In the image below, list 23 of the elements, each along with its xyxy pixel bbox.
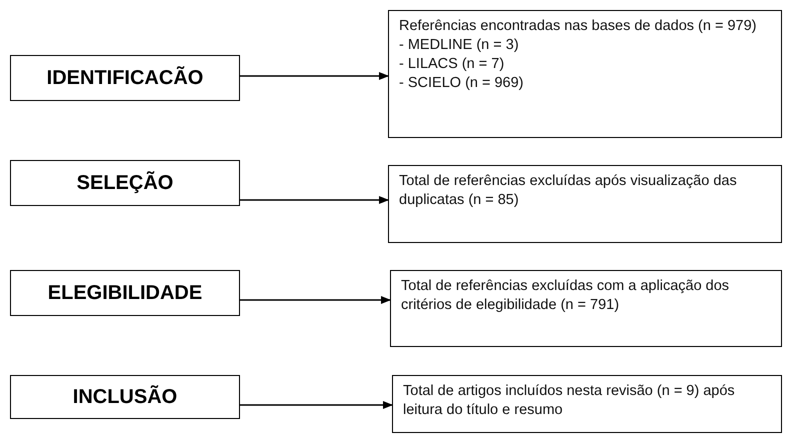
info-text: - MEDLINE (n = 3): [399, 36, 520, 55]
stage-label: SELEÇÃO: [76, 172, 174, 194]
info-text: Referências encontradas nas bases de dados (n = 979): [399, 17, 758, 36]
info-text: Total de artigos incluídos nesta revisão (n = 9) após leitura do título e resumo: [403, 382, 736, 420]
info-box: [390, 270, 782, 347]
stage-box: [10, 55, 240, 101]
arrow: [240, 401, 393, 409]
arrow: [240, 72, 389, 80]
stage-label: IDENTIFICACÃO: [46, 66, 204, 90]
stage-label: INCLUSÃO: [72, 386, 178, 408]
stage-box: [10, 270, 240, 316]
info-text: Total de referências excluídas após visualização das duplicatas (n = 85): [399, 172, 738, 210]
arrow: [240, 196, 389, 204]
info-text: - LILACS (n = 7): [399, 55, 506, 74]
arrow: [240, 296, 391, 304]
info-box: [392, 375, 782, 433]
info-box: [388, 165, 782, 243]
info-text: - SCIELO (n = 969): [399, 74, 525, 93]
stage-box: [10, 160, 240, 206]
stage-box: [10, 375, 240, 419]
stage-label: ELEGIBILIDADE: [48, 282, 202, 304]
info-box: [388, 10, 782, 138]
info-text: Total de referências excluídas com a aplicação dos critérios de elegibilidade (n = 791): [401, 277, 730, 315]
